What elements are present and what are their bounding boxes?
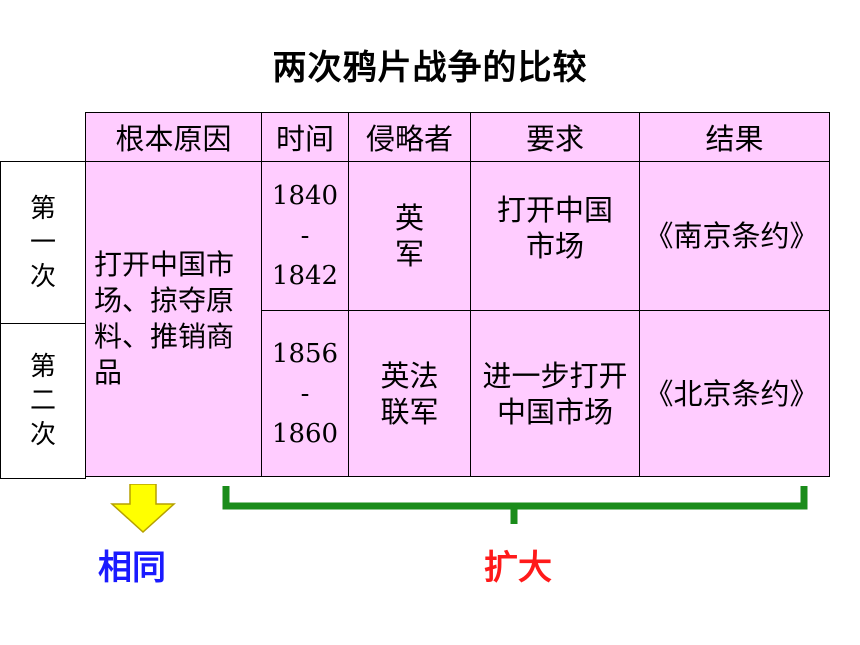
shared-cause-cell: 打开中国市场、掠夺原料、推销商品 — [85, 161, 262, 477]
header-time: 时间 — [261, 112, 349, 162]
result-cell-second: 《北京条约》 — [639, 310, 830, 477]
result-second: 《北京条约》 — [644, 376, 819, 411]
page-title: 两次鸦片战争的比较 — [272, 48, 588, 88]
same-label: 相同 — [98, 548, 166, 588]
time-end-first: 1842 — [271, 261, 339, 291]
time-sep-second: - — [300, 378, 310, 409]
aggressor-second: 英法联军 — [380, 358, 439, 429]
row-label-first: 第一次 — [0, 161, 86, 324]
result-cell-first: 《南京条约》 — [639, 161, 830, 311]
expand-label: 扩大 — [484, 548, 552, 588]
result-first: 《南京条约》 — [644, 219, 819, 253]
time-sep-first: - — [300, 221, 310, 251]
shared-cause-text: 打开中国市场、掠夺原料、推销商品 — [94, 248, 235, 389]
header-demand: 要求 — [470, 112, 640, 162]
demand-cell-first: 打开中国市场 — [470, 161, 640, 311]
row-label-second: 第二次 — [0, 323, 86, 479]
time-start-second: 1856 — [271, 338, 339, 369]
time-cell-second: 1856 - 1860 — [261, 310, 349, 477]
demand-cell-second: 进一步打开中国市场 — [470, 310, 640, 477]
header-aggressor: 侵略者 — [348, 112, 471, 162]
green-bracket — [222, 486, 808, 524]
aggressor-cell-first: 英军 — [348, 161, 471, 311]
demand-first: 打开中国市场 — [496, 193, 613, 263]
time-start-first: 1840 — [271, 181, 339, 211]
time-end-second: 1860 — [271, 418, 339, 449]
aggressor-cell-second: 英法联军 — [348, 310, 471, 477]
header-result: 结果 — [639, 112, 830, 162]
aggressor-first: 英军 — [394, 201, 424, 271]
down-arrow-icon — [110, 484, 176, 534]
header-cause: 根本原因 — [85, 112, 262, 162]
time-cell-first: 1840 - 1842 — [261, 161, 349, 311]
demand-second: 进一步打开中国市场 — [482, 358, 628, 429]
